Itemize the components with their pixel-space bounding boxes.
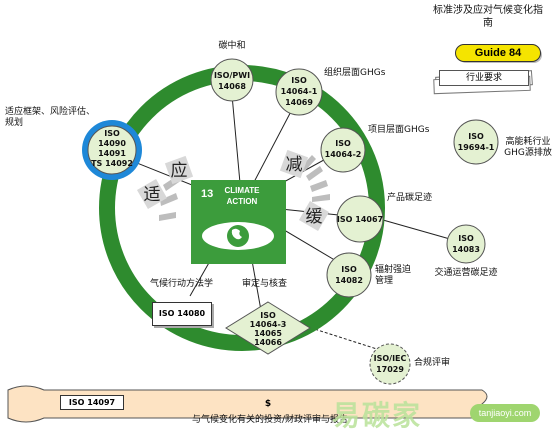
guide-84-badge: Guide 84	[455, 44, 541, 62]
node-iso17029: ISO/IEC 17029	[369, 343, 411, 385]
industry-requirement-label: 行业要求	[439, 70, 529, 86]
label-validation-verification: 审定与核查	[242, 279, 288, 289]
node-iso17029-l2: 17029	[376, 365, 404, 374]
node-iso14082-l1: ISO	[341, 265, 357, 274]
node-iso14067: ISO 14067	[336, 195, 384, 243]
node-iso14064-1-l3: 14069	[285, 98, 313, 107]
label-energy-intensive: 高能耗行业GHG源排放	[504, 137, 552, 158]
label-product-footprint: 产品碳足迹	[387, 193, 433, 203]
box-iso14097: ISO 14097	[60, 395, 124, 410]
label-org-ghg: 组织层面GHGs	[324, 68, 386, 78]
node-iso14090-l4: TS 14092	[91, 159, 133, 168]
dollar-sign: $	[264, 399, 272, 409]
ring-characters: 适 应 减 缓	[136, 149, 330, 232]
climate-line1: CLIMATE	[225, 186, 261, 195]
node-iso17029-l1: ISO/IEC	[374, 354, 407, 363]
node-iso14083-l2: 14083	[452, 245, 480, 254]
node-iso14064-3: ISO 14064-3 14065 14066	[225, 301, 311, 355]
node-iso14067-l1: ISO 14067	[337, 215, 383, 224]
node-iso14064-2: ISO 14064-2	[320, 127, 366, 173]
node-iso14082: ISO 14082	[326, 252, 372, 298]
node-iso14068-l1: ISO/PWI	[214, 71, 250, 80]
label-transport-footprint: 交通运营碳足迹	[434, 268, 498, 278]
watermark-url: tanjiaoyi.com	[470, 404, 540, 422]
node-iso14064-1: ISO 14064-1 14069	[275, 68, 323, 116]
node-iso14083: ISO 14083	[446, 224, 486, 264]
node-iso14068-l2: 14068	[218, 82, 246, 91]
node-iso14068: ISO/PWI 14068	[210, 58, 254, 102]
node-iso14064-3-l3: 14065	[254, 329, 282, 338]
ring-char-huan: 缓	[306, 207, 323, 227]
node-iso14064-2-l2: 14064-2	[325, 150, 362, 159]
node-iso14064-3-l4: 14066	[254, 338, 282, 347]
node-iso14090: ISO 14090 14091 TS 14092	[82, 120, 142, 180]
node-iso19694-l2: 19694-1	[458, 143, 495, 152]
ring-char-ying: 应	[171, 161, 188, 181]
node-iso14090-l3: 14091	[98, 149, 126, 158]
node-iso19694-l1: ISO	[468, 132, 484, 141]
page-title: 标准涉及应对气候变化指南	[433, 5, 543, 29]
node-iso14064-1-l1: ISO	[291, 76, 307, 85]
ring-char-shi: 适	[144, 185, 161, 205]
box-iso14080: ISO 14080	[152, 302, 212, 326]
banner-text: 与气候变化有关的投资/财政评审与报告	[191, 415, 349, 425]
node-iso14090-l1: ISO	[104, 129, 120, 138]
label-compliance-review: 合规评审	[414, 358, 451, 368]
node-iso14064-2-l1: ISO	[335, 139, 351, 148]
globe-icon	[231, 228, 242, 240]
node-iso14064-3-l1: ISO	[260, 311, 276, 320]
climate-action-icon: 13 CLIMATE ACTION	[191, 180, 286, 264]
ring-char-jian: 减	[286, 155, 303, 175]
node-iso19694: ISO 19694-1	[453, 119, 499, 165]
label-project-ghg: 项目层面GHGs	[368, 125, 430, 135]
node-iso14082-l2: 14082	[335, 276, 363, 285]
node-iso14090-l2: 14090	[98, 139, 126, 148]
node-iso14083-l1: ISO	[458, 234, 474, 243]
node-iso14064-1-l2: 14064-1	[281, 87, 318, 96]
label-adaptation: 适应框架、风险评估、规划	[5, 107, 96, 128]
label-radiative-forcing: 辐射强迫管理	[375, 265, 412, 286]
label-methodology: 气候行动方法学	[150, 279, 214, 289]
climate-number: 13	[201, 188, 213, 200]
climate-line2: ACTION	[227, 197, 258, 206]
node-iso14064-3-l2: 14064-3	[250, 320, 287, 329]
label-carbon-neutral: 碳中和	[218, 41, 246, 51]
watermark-text: 易碳家	[332, 399, 423, 432]
